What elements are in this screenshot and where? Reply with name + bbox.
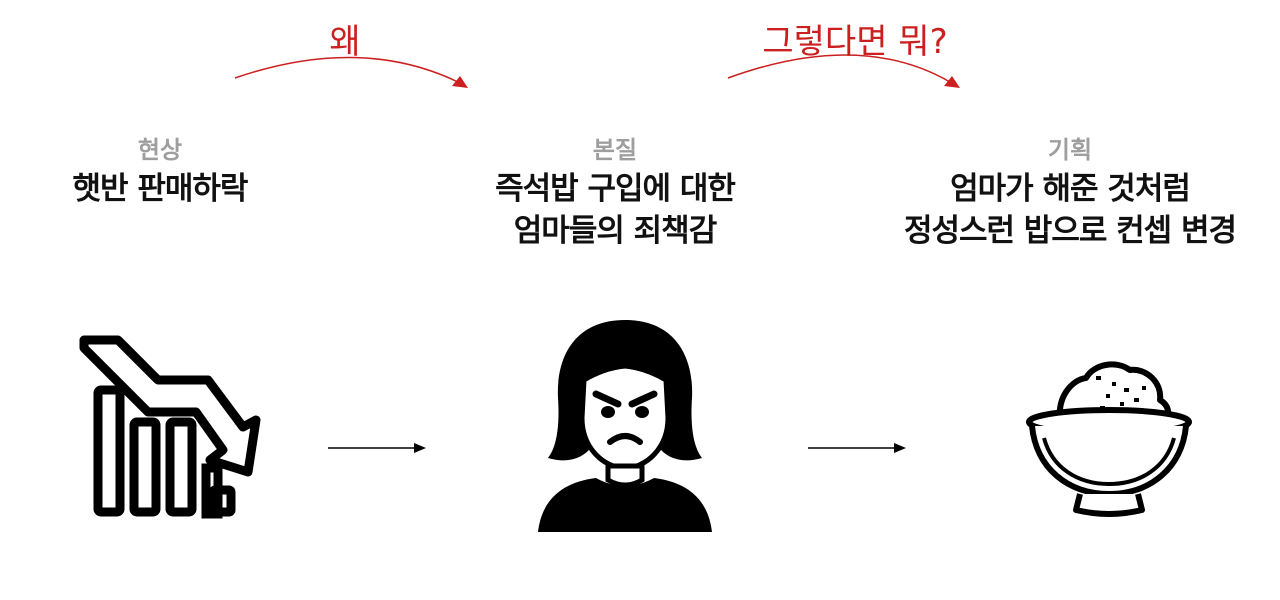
column-label: 기획 xyxy=(1047,136,1093,164)
angry-woman-icon xyxy=(538,320,712,532)
column-label: 본질 xyxy=(592,136,638,164)
column-title-line: 정성스런 밥으로 컨셉 변경 xyxy=(903,213,1237,249)
top-arrow-label-why: 왜 xyxy=(329,22,361,62)
curved-arrow-icon xyxy=(727,54,960,88)
column-title-line: 엄마가 해준 것처럼 xyxy=(950,171,1191,207)
column-title: 햇반 판매하락 xyxy=(30,168,290,210)
rice-bowl-icon xyxy=(1026,361,1192,517)
arrow-right-icon xyxy=(328,443,426,453)
column-label: 현상 xyxy=(137,136,183,164)
declining-bar-chart-icon xyxy=(79,335,261,519)
column-title: 엄마가 해준 것처럼 정성스런 밥으로 컨셉 변경 xyxy=(860,168,1280,252)
curved-arrow-icon xyxy=(234,56,468,88)
column-title-line: 햇반 판매하락 xyxy=(72,171,249,207)
column-title: 즉석밥 구입에 대한 엄마들의 죄책감 xyxy=(440,168,790,252)
arrow-right-icon xyxy=(808,443,906,453)
column-title-line: 즉석밥 구입에 대한 xyxy=(495,171,736,207)
column-title-line: 엄마들의 죄책감 xyxy=(513,213,717,249)
